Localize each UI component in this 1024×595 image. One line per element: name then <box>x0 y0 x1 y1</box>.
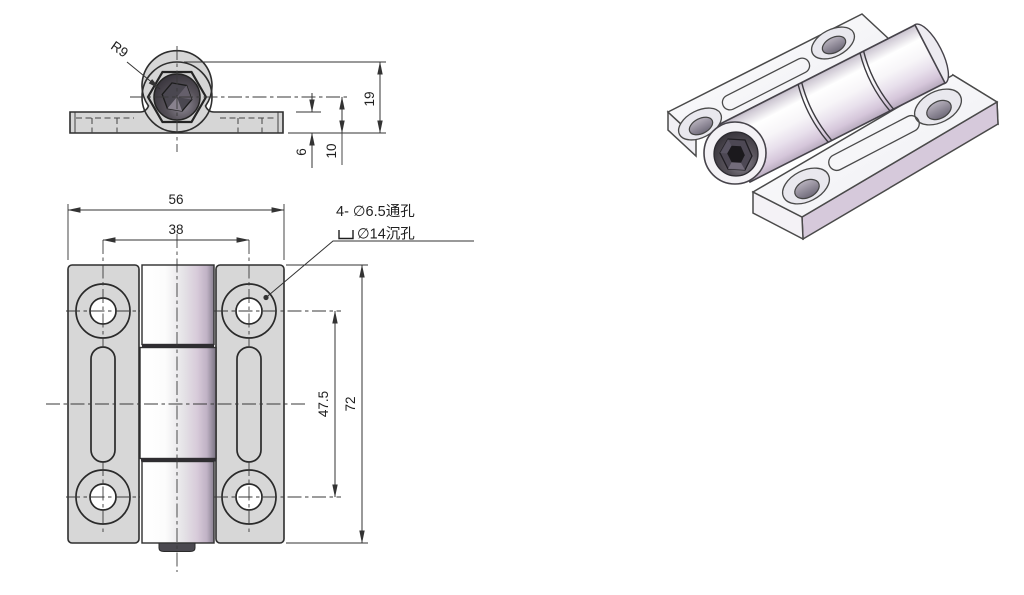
through-hole-iso <box>688 116 714 136</box>
dim-text-47-5: 47.5 <box>316 391 331 417</box>
dim-axis-to-base: 10 <box>324 96 345 165</box>
dim-hole-spacing-width: 38 <box>102 222 250 243</box>
hex-socket-iso <box>727 145 745 163</box>
iso-lower-leaf <box>751 73 999 241</box>
dim-text-38: 38 <box>168 222 183 237</box>
callout-counterbore: ∅14沉孔 <box>357 226 415 243</box>
hinge-barrel <box>139 264 217 552</box>
hex-facet-highlight <box>167 97 183 112</box>
dim-overall-height-front: 72 <box>343 264 365 544</box>
hex-facet-shade <box>177 85 192 100</box>
slot-right <box>236 346 262 463</box>
dim-overall-height-side: 19 <box>362 61 383 134</box>
through-hole-iso <box>794 178 820 200</box>
dim-text-72: 72 <box>343 396 358 411</box>
dim-leaf-thickness: 6 <box>294 93 315 168</box>
dim-text-10: 10 <box>324 143 339 158</box>
dim-text-6: 6 <box>294 148 309 156</box>
knuckle-joint-iso <box>797 51 895 143</box>
callout-through-hole: 4- ∅6.5通孔 <box>336 203 415 220</box>
dim-text-19: 19 <box>362 91 377 106</box>
slot-iso <box>828 114 920 172</box>
iso-barrel <box>703 23 950 185</box>
top-view: 19 10 6 R9 <box>69 38 386 168</box>
through-hole-iso <box>821 35 847 55</box>
slot-iso <box>721 57 811 111</box>
through-hole-iso <box>926 99 952 121</box>
counterbore-icon <box>338 230 354 240</box>
iso-view <box>666 13 999 241</box>
hole-callout: 4- ∅6.5通孔 ∅14沉孔 <box>263 203 474 301</box>
hidden-hole-lines <box>76 117 277 133</box>
dim-overall-width: 56 <box>67 192 285 213</box>
knuckle-joint-upper <box>142 344 214 348</box>
knuckle-joint-lower <box>141 458 216 462</box>
slot-left <box>90 346 116 463</box>
front-view: 56 38 72 47.5 4- ∅6.5通孔 ∅14沉孔 <box>46 192 474 572</box>
dim-text-r9: R9 <box>108 38 131 60</box>
dim-text-56: 56 <box>168 192 183 207</box>
dim-hole-spacing-height: 47.5 <box>316 310 338 498</box>
iso-upper-leaf <box>666 13 892 158</box>
